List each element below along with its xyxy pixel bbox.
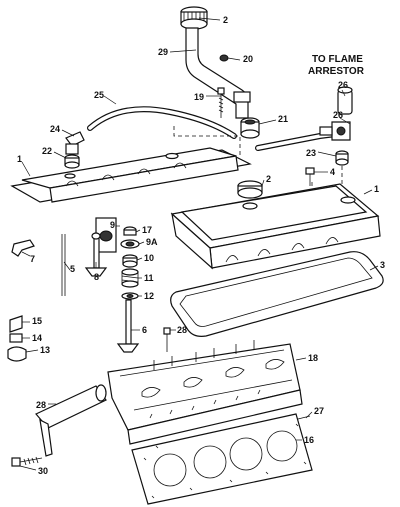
valve-lifter (7, 346, 27, 362)
breather-grommet (240, 117, 260, 139)
valve-cover-gasket (170, 251, 384, 337)
callout-15-guide: 14 (32, 333, 42, 343)
bracket-bolt (11, 456, 43, 467)
callout-19-bolt: 27 (314, 406, 324, 416)
valve-cover-left (10, 147, 252, 203)
cover-bolt (305, 167, 315, 186)
vent-fitting-left (65, 131, 85, 155)
callout-2-filler-cap: 2 (266, 174, 271, 184)
callout-10-cap: 10 (144, 253, 154, 263)
callout-6-valve: 6 (142, 325, 147, 335)
callout-27-fitting: 24 (50, 124, 60, 134)
valve-cover-right (170, 183, 381, 270)
grommet-right (335, 150, 349, 166)
callout-23-bolt: 19 (194, 92, 204, 102)
callout-14-lifter: 13 (40, 345, 50, 355)
callout-20-stud: 28 (177, 325, 187, 335)
leader-lines (19, 17, 379, 471)
rocker-ball-nut (123, 226, 137, 236)
arrestor-hose (337, 86, 353, 115)
callout-26-grommet-left: 22 (42, 146, 52, 156)
callout-3-gasket: 3 (380, 260, 385, 270)
bolt (217, 87, 225, 118)
spring-cap (122, 254, 138, 268)
breather-cap-top (180, 6, 208, 30)
cylinder-head (107, 340, 303, 445)
callout-2-breather-cap: 2 (223, 15, 228, 25)
rocker-ball (120, 239, 140, 249)
callout-16-guide: 15 (32, 316, 42, 326)
callout-28-arrestor-hose: 26 (338, 80, 348, 90)
grommet (219, 54, 229, 62)
flame-arrestor-label-line1: TO FLAME (312, 54, 363, 65)
callout-26-grommet-right: 23 (306, 148, 316, 158)
callout-12-shim: 12 (144, 291, 154, 301)
callout-13-nut: 17 (142, 225, 152, 235)
valve-retainer-box (95, 217, 117, 253)
alignment-line-1 (173, 126, 241, 156)
callout-29-elbow: 26 (333, 110, 343, 120)
callout-8-clip: 7 (30, 254, 35, 264)
breather-tube (185, 27, 251, 119)
callout-5-pushrod: 5 (70, 264, 75, 274)
valve-lower (116, 299, 140, 353)
callout-25-grommet: 21 (278, 114, 288, 124)
callout-24-grommet: 20 (243, 54, 253, 64)
rocker-stud (163, 327, 171, 352)
crankcase-hose (87, 106, 237, 139)
callout-1-cover-right: 1 (374, 184, 379, 194)
short-hose (255, 131, 339, 151)
valve-upper (84, 232, 108, 277)
callout-21-bracket: 28 (36, 400, 46, 410)
callout-11-spring: 11 (144, 273, 154, 283)
oil-filler-cap (237, 180, 263, 199)
callout-9-retainer: 9 (110, 220, 115, 230)
head-gasket (131, 413, 313, 505)
callout-30-bolt: 30 (38, 466, 48, 476)
callout-9a-ball: 9A (146, 237, 158, 247)
callout-4-bolt: 4 (330, 167, 335, 177)
valve-spring (121, 268, 139, 288)
rocker-clip (11, 239, 35, 257)
grommet-left (64, 154, 80, 169)
elbow-fitting (319, 121, 351, 141)
callout-17-head: 18 (308, 353, 318, 363)
pushrod (61, 234, 66, 296)
callout-22-breather-tube: 29 (158, 47, 168, 57)
callout-7-valve: 8 (94, 272, 99, 282)
spring-shim (121, 292, 139, 300)
flame-arrestor-label-line2: ARRESTOR (308, 66, 365, 77)
callout-1-cover-left: 1 (17, 154, 22, 164)
pushrod-guide (9, 333, 23, 343)
lifting-bracket (35, 384, 107, 457)
callout-28-hose: 25 (94, 90, 104, 100)
callout-18-gasket: 16 (304, 435, 314, 445)
lifter-guide (9, 315, 23, 333)
